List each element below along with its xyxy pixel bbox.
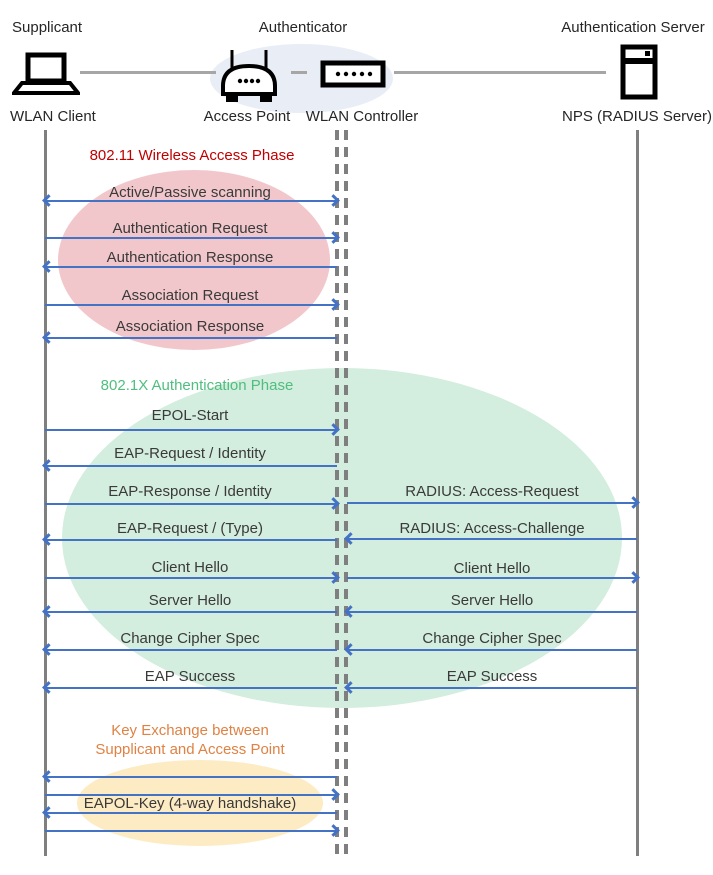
arrow-association-request (45, 304, 337, 306)
message-label: Server Hello (450, 592, 534, 609)
connector-client-ap (80, 71, 216, 74)
label-nps-server: NPS (RADIUS Server) (561, 108, 713, 125)
message-label: EAP-Request / Identity (114, 445, 266, 462)
message-label: Client Hello (151, 559, 229, 576)
arrow-eap-request-identity (45, 465, 337, 467)
phase-title-key-exchange-line2: Supplicant and Access Point (95, 741, 285, 758)
lifeline-controller-left (335, 130, 339, 856)
arrow-eap-request-type (45, 539, 337, 541)
access-point-icon (221, 50, 277, 102)
label-wlan-client: WLAN Client (10, 108, 96, 125)
role-authenticator: Authenticator (258, 19, 348, 36)
label-access-point: Access Point (203, 108, 291, 125)
phase-title-key-exchange-line1: Key Exchange between (111, 722, 269, 739)
message-label: EAP Success (446, 668, 538, 685)
arrow-epol-start (45, 429, 337, 431)
message-label: Active/Passive scanning (109, 184, 271, 201)
wlan-controller-icon (320, 60, 386, 88)
arrow-eapol-key-1 (45, 776, 337, 778)
arrow-eap-success-right (347, 687, 637, 689)
message-label: EPOL-Start (151, 407, 229, 424)
message-label: Authentication Response (106, 249, 274, 266)
phase-title-8021x: 802.1X Authentication Phase (100, 377, 294, 394)
server-icon (620, 44, 658, 100)
message-label: Change Cipher Spec (120, 630, 260, 647)
arrow-radius-access-challenge (347, 538, 637, 540)
arrow-server-hello-right (347, 611, 637, 613)
lifeline-nps-server (636, 130, 639, 856)
arrow-eap-success-left (45, 687, 337, 689)
message-label: RADIUS: Access-Request (405, 483, 579, 500)
lifeline-controller-right (344, 130, 348, 856)
role-authentication-server: Authentication Server (561, 19, 705, 36)
arrow-association-response (45, 337, 337, 339)
phase-title-80211: 802.11 Wireless Access Phase (89, 147, 295, 164)
arrow-active-passive-scanning (45, 200, 337, 202)
message-label: Client Hello (453, 560, 531, 577)
message-label: EAP-Request / (Type) (117, 520, 263, 537)
message-label: EAP Success (144, 668, 236, 685)
message-label: EAPOL-Key (4-way handshake) (83, 795, 297, 812)
message-label: Change Cipher Spec (422, 630, 562, 647)
arrow-server-hello-left (45, 611, 337, 613)
arrow-client-hello-right (347, 577, 637, 579)
connector-ap-controller (291, 71, 307, 74)
arrow-authentication-request (45, 237, 337, 239)
label-wlan-controller: WLAN Controller (305, 108, 419, 125)
arrow-authentication-response (45, 266, 337, 268)
arrow-eapol-key-3 (45, 812, 337, 814)
arrow-eap-response-identity (45, 503, 337, 505)
arrow-client-hello-left (45, 577, 337, 579)
arrow-change-cipher-spec-right (347, 649, 637, 651)
message-label: RADIUS: Access-Challenge (399, 520, 585, 537)
message-label: Authentication Request (112, 220, 268, 237)
lifeline-wlan-client (44, 130, 47, 856)
laptop-icon (12, 52, 80, 95)
message-label: EAP-Response / Identity (108, 483, 272, 500)
connector-controller-server (394, 71, 606, 74)
message-label: Server Hello (148, 592, 232, 609)
role-supplicant: Supplicant (12, 19, 83, 36)
message-label: Association Request (121, 287, 259, 304)
arrow-change-cipher-spec-left (45, 649, 337, 651)
message-label: Association Response (115, 318, 265, 335)
arrow-eapol-key-4 (45, 830, 337, 832)
arrow-radius-access-request (347, 502, 637, 504)
arrow-eapol-key-2 (45, 794, 337, 796)
